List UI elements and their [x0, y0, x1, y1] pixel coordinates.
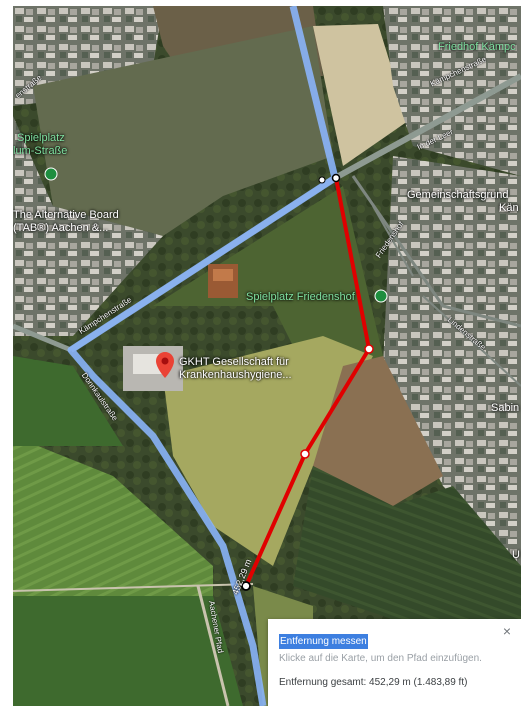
label-alternative-board[interactable]: The Alternative Board — [13, 209, 119, 221]
map-imagery — [13, 6, 521, 706]
panel-total-distance: Entfernung gesamt: 452,29 m (1.483,89 ft… — [279, 677, 468, 688]
label-u: U — [512, 549, 520, 561]
label-gkht-2: Krankenhaushygiene... — [179, 369, 292, 381]
close-icon[interactable]: × — [502, 623, 511, 639]
label-spielplatz-friedenshof[interactable]: Spielplatz Friedenshof — [246, 291, 355, 303]
label-gkht[interactable]: GKHT Gesellschaft für — [179, 356, 289, 368]
label-sabin: Sabin — [491, 402, 520, 414]
location-pin-icon[interactable] — [156, 352, 174, 378]
label-alternative-board-2: (TAB®) Aachen &... — [13, 222, 109, 234]
label-spielplatz[interactable]: Spielplatz — [17, 132, 65, 144]
label-friedhof[interactable]: Friedhof Kämpc — [438, 41, 516, 53]
measure-distance-panel: Entfernung messen Klicke auf die Karte, … — [268, 619, 521, 706]
label-gemeinschaftsgrund[interactable]: Gemeinschaftsgrund — [407, 189, 509, 201]
satellite-map[interactable]: Friedhof Kämpc Kämpchenstraße enstraße S… — [13, 6, 521, 706]
panel-hint: Klicke auf die Karte, um den Pfad einzuf… — [279, 653, 482, 664]
label-spielplatz-street: lum-Straße — [13, 145, 68, 157]
label-gemeinschaftsgrund-2: Kän — [499, 202, 519, 214]
panel-title: Entfernung messen — [279, 634, 368, 649]
